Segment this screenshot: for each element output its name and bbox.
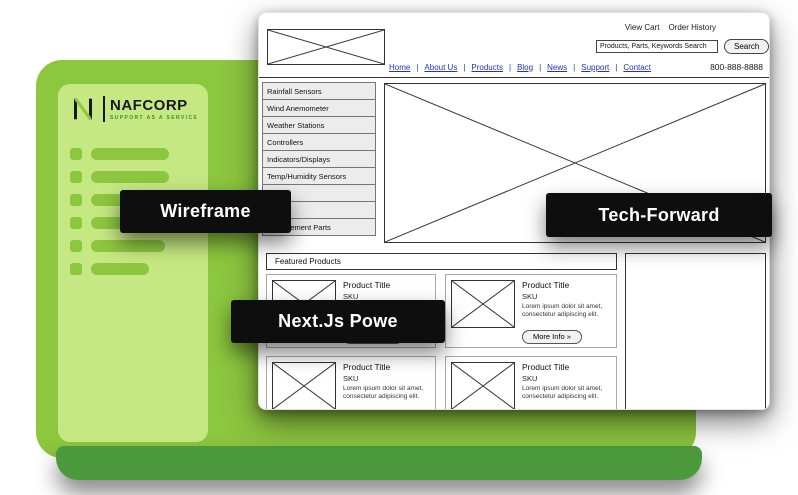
utility-links: View Cart Order History — [625, 23, 716, 32]
laptop-base — [56, 446, 702, 480]
nav-link-blog[interactable]: Blog — [517, 62, 534, 72]
sidebar-item-indicators-displays[interactable]: Indicators/Displays — [262, 150, 376, 168]
product-image-placeholder — [272, 362, 336, 409]
menu-item-bar — [91, 240, 165, 252]
menu-item-bullet — [70, 240, 82, 252]
nav-link-products[interactable]: Products — [471, 62, 503, 72]
brand-tagline: SUPPORT AS A SERVICE — [110, 114, 199, 121]
cross-icon — [452, 363, 514, 409]
nav-separator: | — [416, 62, 419, 72]
menu-item-bullet — [70, 217, 82, 229]
menu-item-bullet — [70, 194, 82, 206]
badge-wireframe: Wireframe — [120, 190, 291, 233]
menu-item-bullet — [70, 263, 82, 275]
product-card-body: Product Title SKU Lorem ipsum dolor sit … — [343, 362, 431, 402]
search-bar: Search — [596, 39, 769, 54]
search-button[interactable]: Search — [724, 39, 769, 54]
product-title: Product Title — [522, 362, 570, 372]
sidebar-item-weather-stations[interactable]: Weather Stations — [262, 116, 376, 134]
cross-icon — [452, 281, 514, 327]
search-input[interactable] — [596, 40, 718, 53]
nav-link-home[interactable]: Home — [389, 62, 411, 72]
sidebar-item-temp-humidity-sensors[interactable]: Temp/Humidity Sensors — [262, 167, 376, 185]
featured-products-header: Featured Products — [266, 253, 617, 270]
nav-separator: | — [463, 62, 466, 72]
menu-item-bullet — [70, 148, 82, 160]
product-sku: SKU — [343, 374, 359, 383]
product-card-body: Product Title SKU Lorem ipsum dolor sit … — [522, 280, 612, 320]
product-sku: SKU — [522, 292, 538, 301]
phone-number: 800-888-8888 — [710, 62, 763, 72]
product-sku: SKU — [343, 292, 359, 301]
sidebar-item-rainfall-sensors[interactable]: Rainfall Sensors — [262, 82, 376, 100]
nafcorp-brand: NAFCORP SUPPORT AS A SERVICE — [68, 94, 198, 124]
brand-name: NAFCORP — [110, 96, 188, 114]
right-column-box — [625, 253, 766, 409]
menu-item-bar — [91, 263, 149, 275]
product-card: Product Title SKU Lorem ipsum dolor sit … — [445, 274, 617, 348]
product-title: Product Title — [522, 280, 570, 290]
laptop-screen-panel: NAFCORP SUPPORT AS A SERVICE — [58, 84, 208, 442]
product-card-body: Product Title SKU Lorem ipsum dolor sit … — [522, 362, 612, 402]
product-title: Product Title — [343, 362, 391, 372]
nav-separator: | — [573, 62, 576, 72]
nafcorp-logo-icon — [74, 97, 92, 121]
menu-skeleton-row — [70, 263, 169, 275]
cross-icon — [268, 30, 384, 64]
nav-link-news[interactable]: News — [547, 62, 568, 72]
header-divider — [259, 77, 769, 78]
product-title: Product Title — [343, 280, 391, 290]
nav-link-contact[interactable]: Contact — [623, 62, 651, 72]
cross-icon — [273, 363, 335, 409]
menu-skeleton-row — [70, 171, 169, 183]
main-nav: Home | About Us | Products | Blog | News… — [389, 62, 763, 72]
product-card: Product Title SKU Lorem ipsum dolor sit … — [445, 356, 617, 409]
badge-tech-forward: Tech-Forward — [546, 193, 772, 237]
brand-divider — [103, 96, 105, 122]
more-info-button[interactable]: More Info » — [522, 330, 582, 344]
product-description: Lorem ipsum dolor sit amet, consectetur … — [343, 385, 424, 401]
nav-separator: | — [508, 62, 512, 72]
nav-link-about-us[interactable]: About Us — [424, 62, 458, 72]
menu-skeleton-row — [70, 240, 169, 252]
product-image-placeholder — [451, 362, 515, 409]
menu-skeleton-row — [70, 148, 169, 160]
product-image-placeholder — [451, 280, 515, 328]
menu-item-bar — [91, 148, 169, 160]
badge-nextjs-powered: Next.Js Powe — [231, 300, 445, 343]
product-description: Lorem ipsum dolor sit amet, consectetur … — [522, 385, 603, 401]
site-logo-placeholder — [267, 29, 385, 65]
order-history-link[interactable]: Order History — [668, 23, 716, 32]
view-cart-link[interactable]: View Cart — [624, 23, 660, 32]
product-sku: SKU — [522, 374, 538, 383]
sidebar-item-wind-anemometer[interactable]: Wind Anemometer — [262, 99, 376, 117]
sidebar-item-controllers[interactable]: Controllers — [262, 133, 376, 151]
nav-separator: | — [539, 62, 542, 72]
product-card: Product Title SKU Lorem ipsum dolor sit … — [266, 356, 436, 409]
nav-link-support[interactable]: Support — [581, 62, 610, 72]
product-description: Lorem ipsum dolor sit amet, consectetur … — [522, 303, 603, 319]
nav-separator: | — [615, 62, 618, 72]
menu-item-bullet — [70, 171, 82, 183]
menu-item-bar — [91, 171, 169, 183]
